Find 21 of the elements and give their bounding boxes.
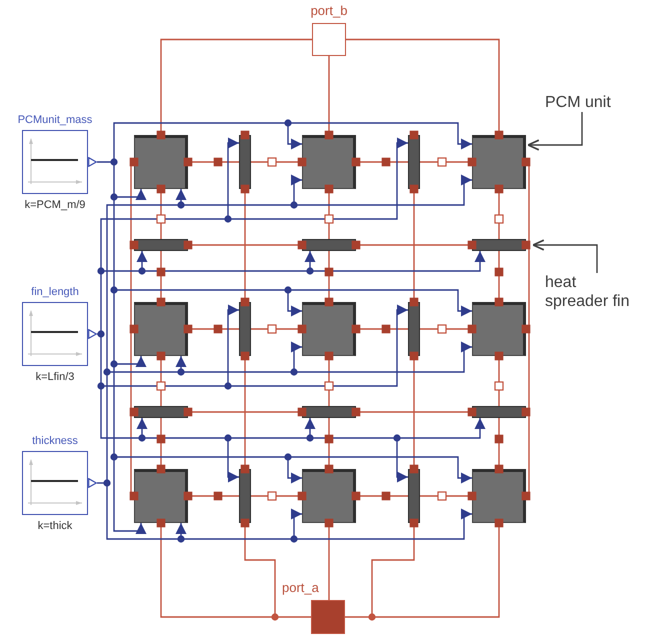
unit-block <box>302 302 356 356</box>
port-label: port_b <box>310 3 348 19</box>
unit-block <box>472 469 526 523</box>
unit-block <box>472 302 526 356</box>
leader-arrow <box>527 112 583 151</box>
unit-block <box>472 135 526 189</box>
parameter-value-label: k=thick <box>38 520 72 533</box>
unit-block <box>302 135 356 189</box>
parameter-name-label: PCMunit_mass <box>18 114 92 127</box>
parameter-name-label: thickness <box>32 435 78 448</box>
parameter-value-label: k=Lfin/3 <box>36 371 74 384</box>
unit-block <box>134 469 188 523</box>
unit-block <box>134 135 188 189</box>
parameter-name-label: fin_length <box>31 286 79 299</box>
leader-arrow <box>532 239 598 273</box>
annotation-text: heat spreader fin <box>545 273 630 311</box>
parameter-value-label: k=PCM_m/9 <box>24 199 86 212</box>
port-label: port_a <box>282 580 319 596</box>
annotation-text: PCM unit <box>545 93 611 112</box>
unit-block <box>134 302 188 356</box>
unit-block <box>302 469 356 523</box>
